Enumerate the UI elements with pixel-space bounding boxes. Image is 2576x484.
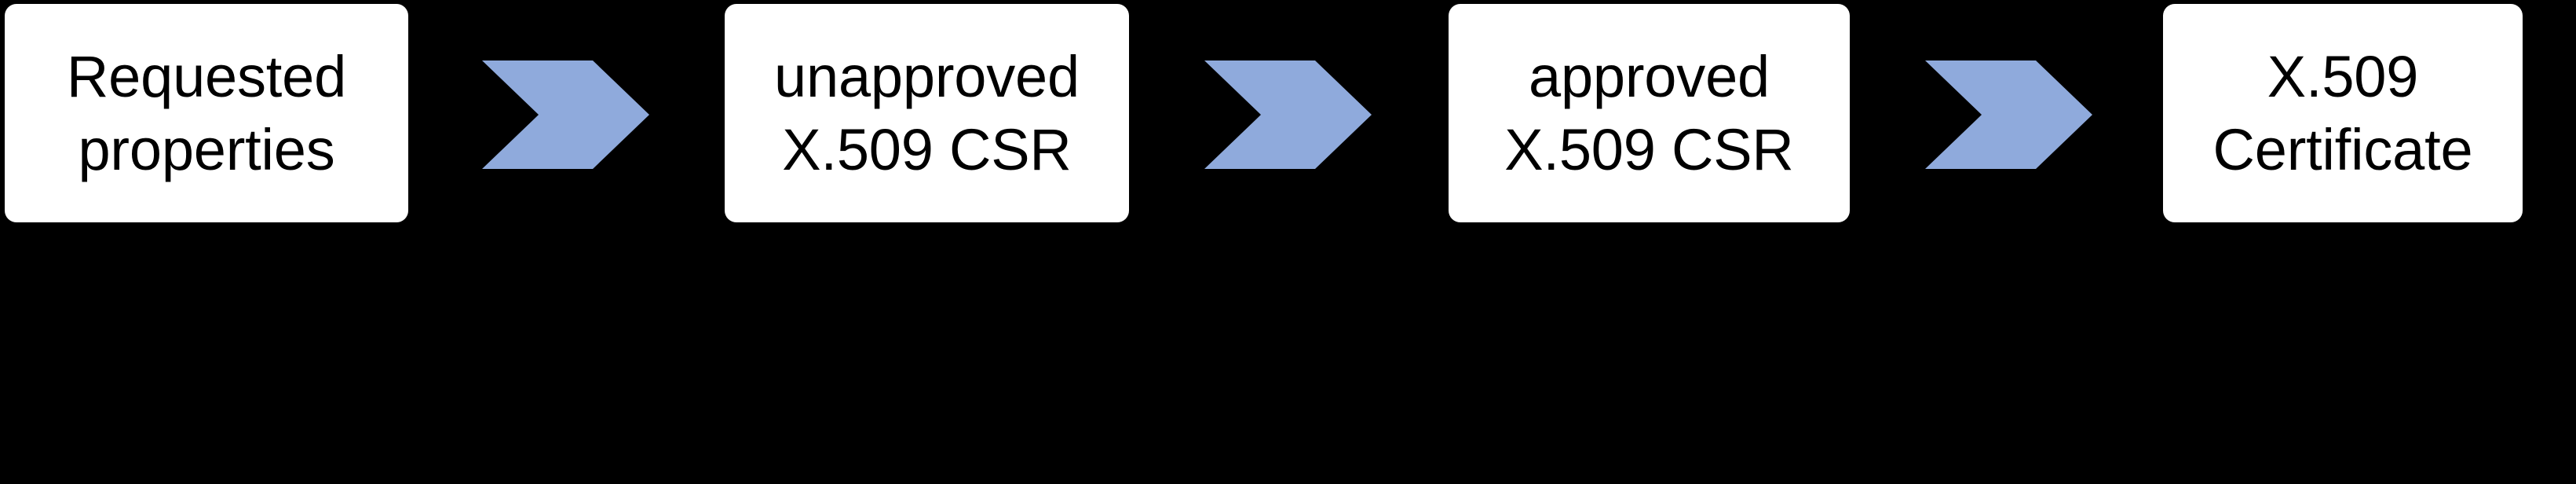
chevron-right-arrow-icon-3 <box>1925 60 2092 169</box>
flow-step-label-line1: unapproved <box>774 44 1080 109</box>
flow-step-label-line2: Certificate <box>2212 117 2473 182</box>
chevron-right-arrow-icon-2 <box>1204 60 1372 169</box>
flow-step-approved-csr[interactable]: approved X.509 CSR <box>1449 4 1850 222</box>
flow-step-x509-certificate[interactable]: X.509 Certificate <box>2163 4 2523 222</box>
chevron-right-arrow-icon-1 <box>482 60 649 169</box>
flow-step-unapproved-csr[interactable]: unapproved X.509 CSR <box>725 4 1129 222</box>
flow-step-label-line2: properties <box>78 117 335 182</box>
flow-step-label-line1: approved <box>1529 44 1770 109</box>
flow-step-requested-properties[interactable]: Requested properties <box>5 4 408 222</box>
flow-step-label-line2: X.509 CSR <box>782 117 1072 182</box>
flow-step-label-line1: X.509 <box>2267 44 2419 109</box>
flow-step-label-line1: Requested <box>66 44 347 109</box>
flow-step-label-line2: X.509 CSR <box>1504 117 1794 182</box>
